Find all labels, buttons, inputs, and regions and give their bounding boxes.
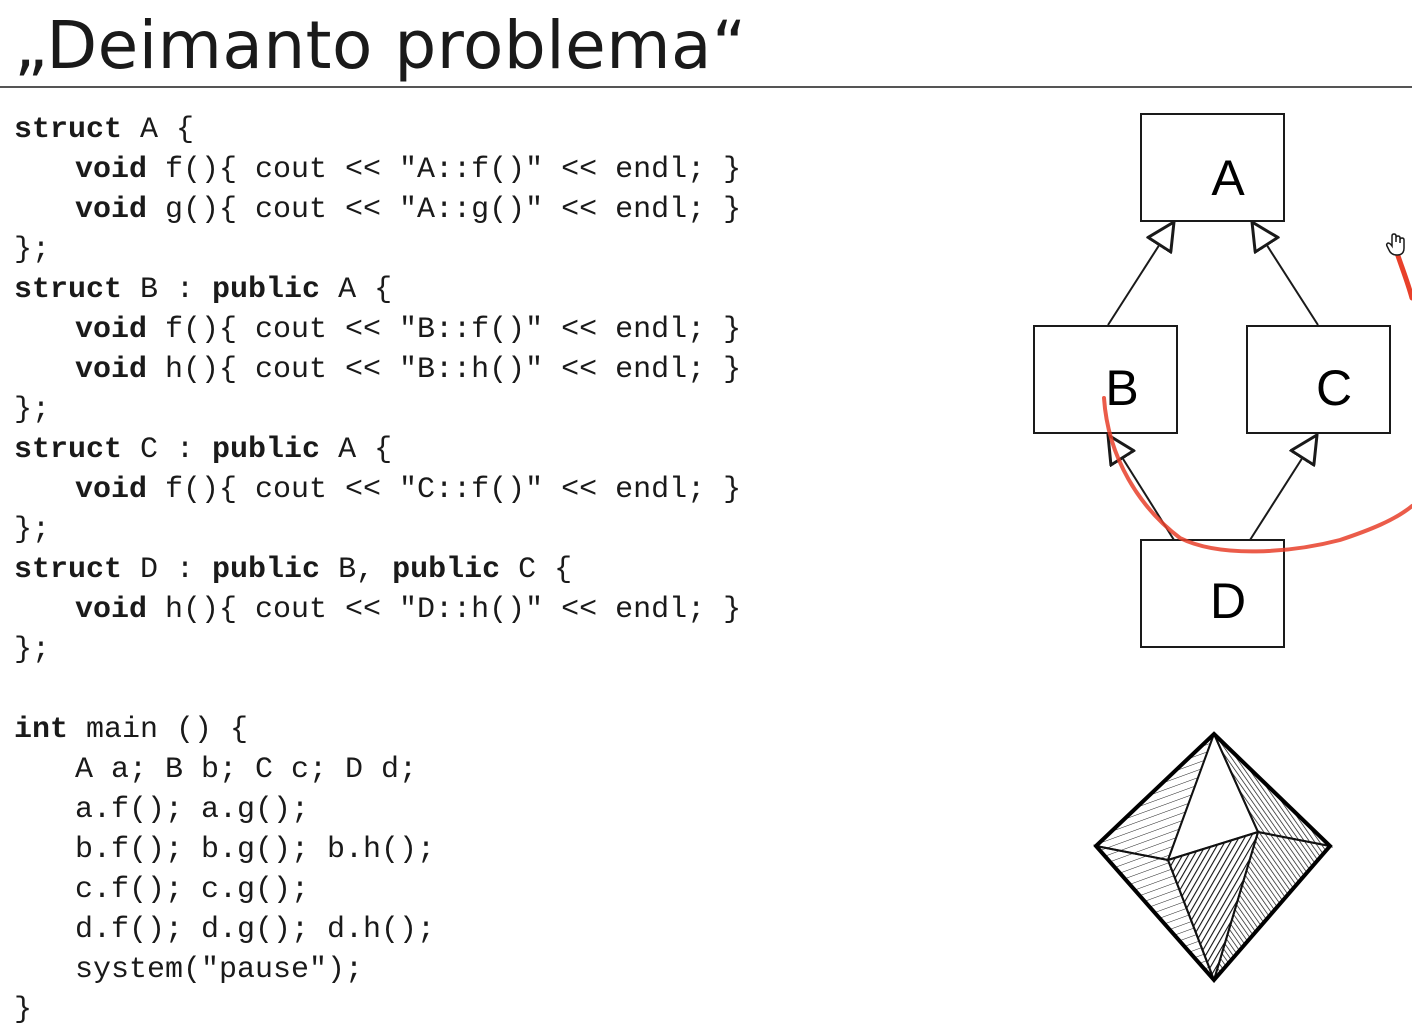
code-text: C {: [500, 553, 573, 587]
code-text: system("pause");: [75, 953, 364, 987]
code-line: struct D : public B, public C {: [14, 550, 741, 590]
code-line: a.f(); a.g();: [14, 790, 741, 830]
code-text: };: [14, 633, 51, 667]
code-line: void h(){ cout << "D::h()" << endl; }: [14, 590, 741, 630]
node-d-label: D: [1210, 573, 1246, 629]
code-keyword: void: [75, 473, 148, 507]
node-a-label: A: [1211, 150, 1245, 206]
code-text: A {: [122, 113, 195, 147]
code-text: };: [14, 393, 51, 427]
code-text: g(){ cout << "A::g()" << endl; }: [147, 193, 742, 227]
code-line: };: [14, 230, 741, 270]
code-keyword: int: [14, 713, 69, 747]
code-keyword: struct: [14, 273, 123, 307]
code-line: A a; B b; C c; D d;: [14, 750, 741, 790]
hand-pointer-icon: [1385, 233, 1405, 256]
code-keyword: void: [75, 593, 148, 627]
code-text: f(){ cout << "B::f()" << endl; }: [147, 313, 742, 347]
code-text: h(){ cout << "D::h()" << endl; }: [147, 593, 742, 627]
code-keyword: void: [75, 353, 148, 387]
code-line: };: [14, 390, 741, 430]
code-text: h(){ cout << "B::h()" << endl; }: [147, 353, 742, 387]
code-line: void g(){ cout << "A::g()" << endl; }: [14, 190, 741, 230]
code-line: void f(){ cout << "B::f()" << endl; }: [14, 310, 741, 350]
code-line: [14, 670, 741, 710]
code-line: d.f(); d.g(); d.h();: [14, 910, 741, 950]
code-line: void f(){ cout << "A::f()" << endl; }: [14, 150, 741, 190]
code-text: }: [14, 993, 33, 1027]
code-text: c.f(); c.g();: [75, 873, 310, 907]
code-line: system("pause");: [14, 950, 741, 990]
edge-c-to-a: [1252, 222, 1319, 326]
code-line: };: [14, 630, 741, 670]
node-b: B: [1033, 325, 1178, 434]
code-line: struct C : public A {: [14, 430, 741, 470]
code-line: struct B : public A {: [14, 270, 741, 310]
code-keyword: public: [212, 433, 321, 467]
inheritance-diagram: A B C D: [1033, 113, 1412, 648]
code-text: C :: [122, 433, 213, 467]
title-divider: [0, 86, 1412, 88]
code-keyword: struct: [14, 433, 123, 467]
code-keyword: void: [75, 313, 148, 347]
code-block: struct A {void f(){ cout << "A::f()" << …: [14, 110, 741, 1030]
edge-b-to-a: [1107, 222, 1174, 326]
code-keyword: struct: [14, 553, 123, 587]
code-keyword: public: [212, 273, 321, 307]
code-keyword: void: [75, 193, 148, 227]
annotation-stroke-bottom: [1102, 396, 1412, 554]
code-line: }: [14, 990, 741, 1030]
code-text: A {: [320, 433, 393, 467]
code-text: D :: [122, 553, 213, 587]
code-keyword: struct: [14, 113, 123, 147]
code-keyword: void: [75, 153, 148, 187]
node-c: C: [1246, 325, 1391, 434]
code-text: f(){ cout << "A::f()" << endl; }: [147, 153, 742, 187]
code-line: struct A {: [14, 110, 741, 150]
code-text: b.f(); b.g(); b.h();: [75, 833, 436, 867]
node-a: A: [1140, 113, 1285, 222]
code-line: };: [14, 510, 741, 550]
code-line: int main () {: [14, 710, 741, 750]
code-line: void f(){ cout << "C::f()" << endl; }: [14, 470, 741, 510]
code-text: B,: [320, 553, 393, 587]
slide-title: „Deimanto problema“: [14, 7, 747, 84]
code-text: B :: [122, 273, 213, 307]
code-text: A a; B b; C c; D d;: [75, 753, 418, 787]
node-d: D: [1140, 539, 1285, 648]
edge-d-to-c: [1249, 435, 1317, 541]
node-c-label: C: [1316, 360, 1352, 416]
code-text: main () {: [68, 713, 249, 747]
code-keyword: public: [392, 553, 501, 587]
node-b-label: B: [1105, 360, 1138, 416]
code-line: c.f(); c.g();: [14, 870, 741, 910]
code-text: A {: [320, 273, 393, 307]
code-text: f(){ cout << "C::f()" << endl; }: [147, 473, 742, 507]
code-text: };: [14, 513, 51, 547]
code-line: void h(){ cout << "B::h()" << endl; }: [14, 350, 741, 390]
code-keyword: public: [212, 553, 321, 587]
code-line: b.f(); b.g(); b.h();: [14, 830, 741, 870]
code-text: };: [14, 233, 51, 267]
octahedron-diamond-icon: [1093, 731, 1334, 984]
code-text: a.f(); a.g();: [75, 793, 310, 827]
code-text: d.f(); d.g(); d.h();: [75, 913, 436, 947]
